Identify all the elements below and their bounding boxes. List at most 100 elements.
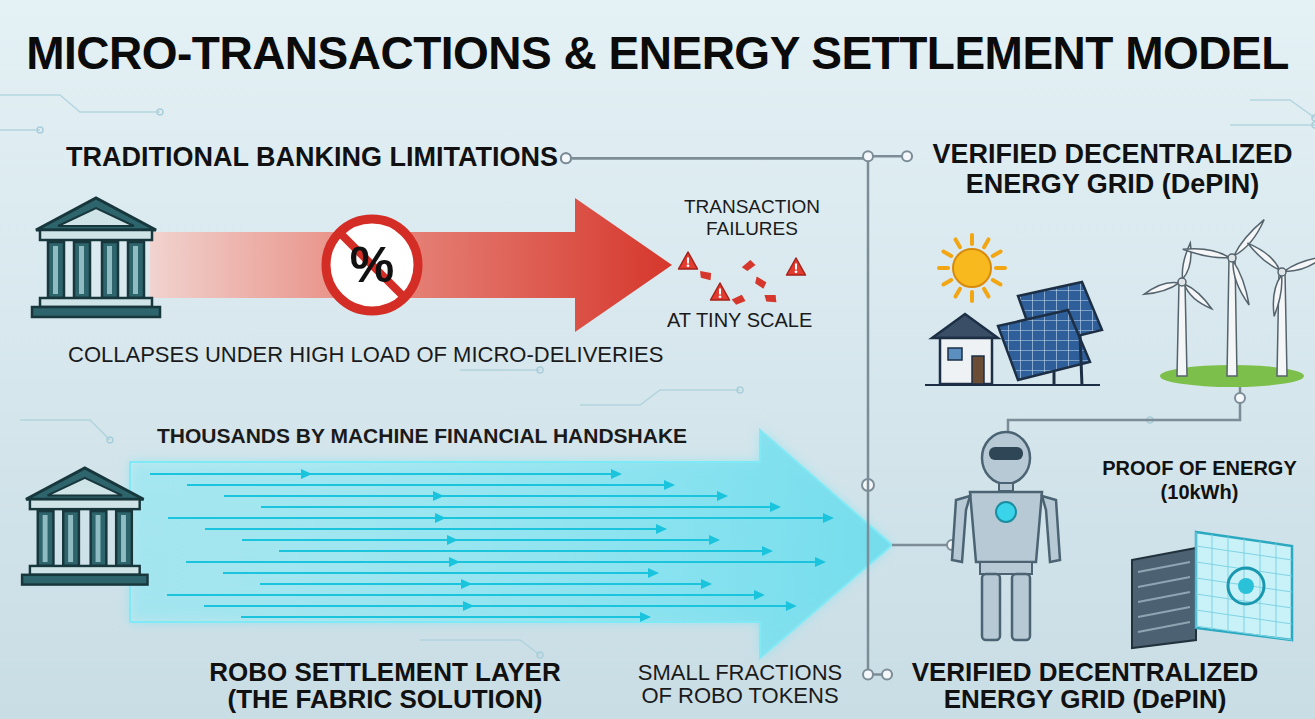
transaction-stream [150, 473, 620, 475]
bank-column-shine [133, 246, 138, 294]
warning-dot [719, 295, 722, 298]
warning-mark [719, 289, 721, 295]
warning-icon [711, 283, 730, 300]
bank-column [63, 511, 79, 566]
transaction-stream [205, 528, 665, 530]
turbine-blade [1182, 282, 1214, 312]
sun-ray [984, 289, 989, 297]
robot-arm [1042, 496, 1060, 562]
device-slot [1138, 622, 1190, 632]
wind-turbine [1143, 242, 1214, 376]
circuit-node [737, 387, 743, 393]
circuit-trace [1250, 100, 1315, 118]
warning-dot [795, 270, 798, 273]
turbine-hub [1278, 268, 1286, 276]
solar-panel [998, 310, 1090, 380]
transaction-arrowhead [648, 568, 659, 578]
transaction-arrowhead [754, 590, 765, 600]
annotation-label: TRANSACTION FAILURES [672, 196, 832, 240]
bank-column-shine [68, 515, 73, 562]
warning-triangle [679, 252, 698, 269]
annotation-label: SMALL FRACTIONS OF ROBO TOKENS [625, 661, 855, 707]
bank-column-shine [79, 246, 84, 294]
turbine-blade [1270, 274, 1284, 316]
circuit-trace [580, 390, 740, 405]
wire [892, 544, 952, 547]
connector-dot [863, 670, 873, 680]
circuit-trace [0, 95, 160, 112]
settlement-arrow-glow [130, 430, 892, 658]
sun-ray [970, 292, 974, 301]
text-node: VERIFIED DECENTRALIZED ENERGY GRID (DePI… [895, 659, 1275, 714]
screen-grid [1196, 594, 1292, 608]
transaction-stream [168, 517, 832, 519]
transaction-stream [204, 605, 795, 607]
text-node: PROOF OF ENERGY (10kWh) [1092, 456, 1307, 504]
screen-grid [1196, 610, 1292, 624]
robot-leg [982, 574, 1000, 640]
transaction-arrowhead [435, 513, 446, 523]
screen-seal [1228, 568, 1264, 604]
warning-triangle [711, 283, 730, 300]
transaction-arrowhead [717, 491, 728, 501]
sun-ray [956, 289, 961, 297]
bank-roof [26, 468, 144, 499]
bank-step [40, 298, 152, 307]
transaction-stream [223, 572, 657, 574]
transaction-arrowhead [640, 612, 651, 622]
annotation-label: COLLAPSES UNDER HIGH LOAD OF MICRO-DELIV… [68, 343, 663, 367]
transaction-arrowhead [762, 546, 773, 556]
bank-column [91, 511, 107, 566]
robot-hips [980, 562, 1032, 574]
panel-stand [1053, 372, 1056, 386]
turbine-blade [1182, 245, 1229, 260]
bank-pediment [58, 208, 134, 226]
sun-ray [943, 252, 951, 257]
circuit-node [1312, 115, 1315, 121]
house-window [948, 348, 962, 360]
bank-roof [36, 198, 156, 230]
bank-pediment [48, 478, 122, 496]
bank-column-shine [96, 515, 101, 562]
annotation-label: THOUSANDS BY MACHINE FINANCIAL HANDSHAKE [157, 424, 687, 447]
turbine-blade [1229, 260, 1251, 306]
transaction-stream [186, 561, 824, 563]
sun-ray [943, 280, 951, 285]
bank-column [102, 242, 118, 298]
transaction-arrowhead [709, 535, 720, 545]
house-wall [940, 338, 992, 384]
circuit-node [107, 437, 113, 443]
bank-step [30, 566, 140, 575]
device-body [1132, 548, 1196, 648]
robot-arm [952, 496, 970, 562]
transaction-stream [261, 506, 779, 508]
debris-shard [753, 275, 768, 289]
connector-dot [882, 670, 892, 680]
debris-shard [731, 294, 746, 305]
connector-dot [863, 151, 873, 161]
sun-ray [996, 266, 1005, 270]
screen-grid [1260, 541, 1261, 636]
transaction-stream [241, 616, 649, 618]
panel-stand [1080, 335, 1082, 386]
settlement-arrow [130, 430, 892, 658]
annotation-label: AT TINY SCALE [667, 309, 812, 331]
transaction-arrowhead [301, 469, 312, 479]
warning-triangle [787, 258, 806, 275]
bank-column [38, 511, 54, 566]
warning-mark [687, 258, 689, 264]
robot-visor [989, 447, 1023, 460]
screen-grid [1276, 544, 1277, 639]
sun-disc [953, 249, 991, 287]
house-door [972, 356, 984, 384]
bank-column [128, 242, 144, 298]
transaction-arrowhead [463, 601, 474, 611]
robot-neck [999, 483, 1013, 491]
bank-icon [22, 468, 147, 585]
bank-column [74, 242, 90, 298]
sun-ray [956, 239, 961, 247]
bank-beam [40, 230, 152, 240]
circuit-trace [460, 369, 540, 371]
node-text: TRADITIONAL BANKING LIMITATIONS [66, 142, 558, 173]
turbine-blade [1143, 279, 1180, 297]
